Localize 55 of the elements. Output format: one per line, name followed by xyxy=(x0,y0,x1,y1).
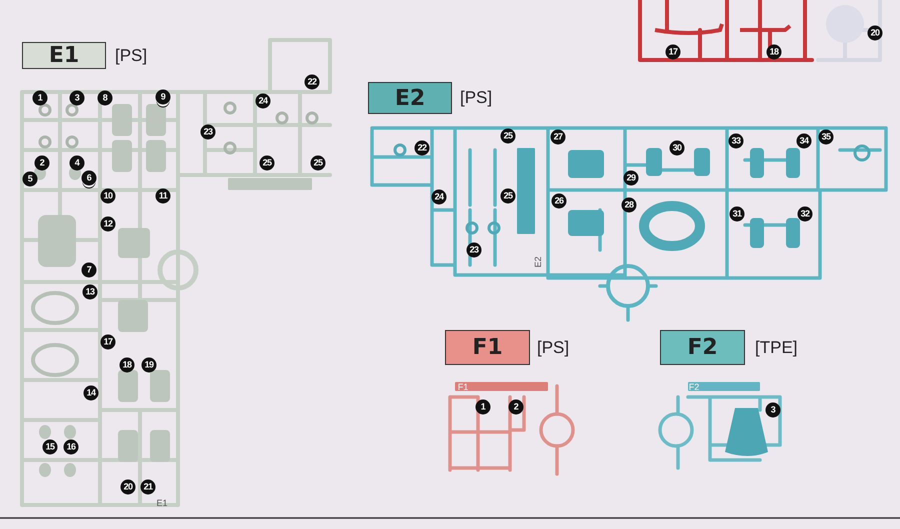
callout-number: 22 xyxy=(304,74,320,90)
callout-number: 14 xyxy=(84,386,98,400)
callout-number: 30 xyxy=(670,140,684,156)
callout-number: 20 xyxy=(868,26,882,40)
callout-number: 24 xyxy=(432,190,446,204)
callout-number: 34 xyxy=(796,134,812,148)
callout-number: 32 xyxy=(798,206,812,222)
sprue-tag: F1 xyxy=(458,382,468,392)
callout-number: 33 xyxy=(728,134,744,148)
material-label: [PS] xyxy=(537,338,570,358)
sprue-tag: E2 xyxy=(533,256,543,268)
sprue-code-tag: F1 xyxy=(445,330,530,365)
material-label: [PS] xyxy=(115,46,148,66)
material-label: [PS] xyxy=(460,88,492,108)
callout-number: 25 xyxy=(260,156,274,170)
callout-number: 19 xyxy=(142,358,156,372)
callout-number: 25 xyxy=(310,156,326,170)
callout-number: 15 xyxy=(42,440,58,454)
callout-number: 9 xyxy=(156,90,170,104)
callout-number: 3 xyxy=(766,402,780,418)
callout-number: 27 xyxy=(550,130,566,144)
callout-number: 24 xyxy=(256,94,270,108)
callout-number: 2 xyxy=(34,156,50,170)
callout-number: 22 xyxy=(414,140,430,156)
callout-number: 6 xyxy=(82,170,96,186)
callout-number: 13 xyxy=(82,284,98,300)
callout-number: 1 xyxy=(32,90,48,106)
callout-number: 12 xyxy=(100,216,116,232)
callout-number: 25 xyxy=(500,128,516,144)
callout-number: 20 xyxy=(120,480,136,494)
sprue-code-tag: E2 xyxy=(368,82,452,114)
callout-number: 5 xyxy=(22,172,38,186)
callout-number: 11 xyxy=(156,188,170,204)
callout-number: 17 xyxy=(100,334,116,350)
callout-number: 31 xyxy=(730,206,744,222)
callout-number: 1 xyxy=(476,400,490,414)
callout-number: 23 xyxy=(200,124,216,140)
sprue-code-tag: E1 xyxy=(22,42,106,69)
sprue-tag: F2 xyxy=(688,382,700,392)
callout-number: 18 xyxy=(120,358,134,372)
callout-number: 28 xyxy=(622,198,636,212)
callout-number: 35 xyxy=(818,130,834,144)
callout-number: 26 xyxy=(552,194,566,208)
material-label: [TPE] xyxy=(755,338,798,358)
callout-number: 18 xyxy=(766,44,782,60)
callout-number: 16 xyxy=(64,440,78,454)
sprue-code-tag: F2 xyxy=(660,330,745,365)
callout-number: 7 xyxy=(82,262,96,278)
callout-number: 25 xyxy=(500,188,516,204)
callout-number: 21 xyxy=(140,480,156,494)
callout-number: 4 xyxy=(70,156,84,170)
callout-number: 17 xyxy=(666,44,680,60)
sprue-tag: E1 xyxy=(156,498,168,508)
callout-number: 23 xyxy=(466,242,482,258)
callout-number: 29 xyxy=(624,170,638,186)
